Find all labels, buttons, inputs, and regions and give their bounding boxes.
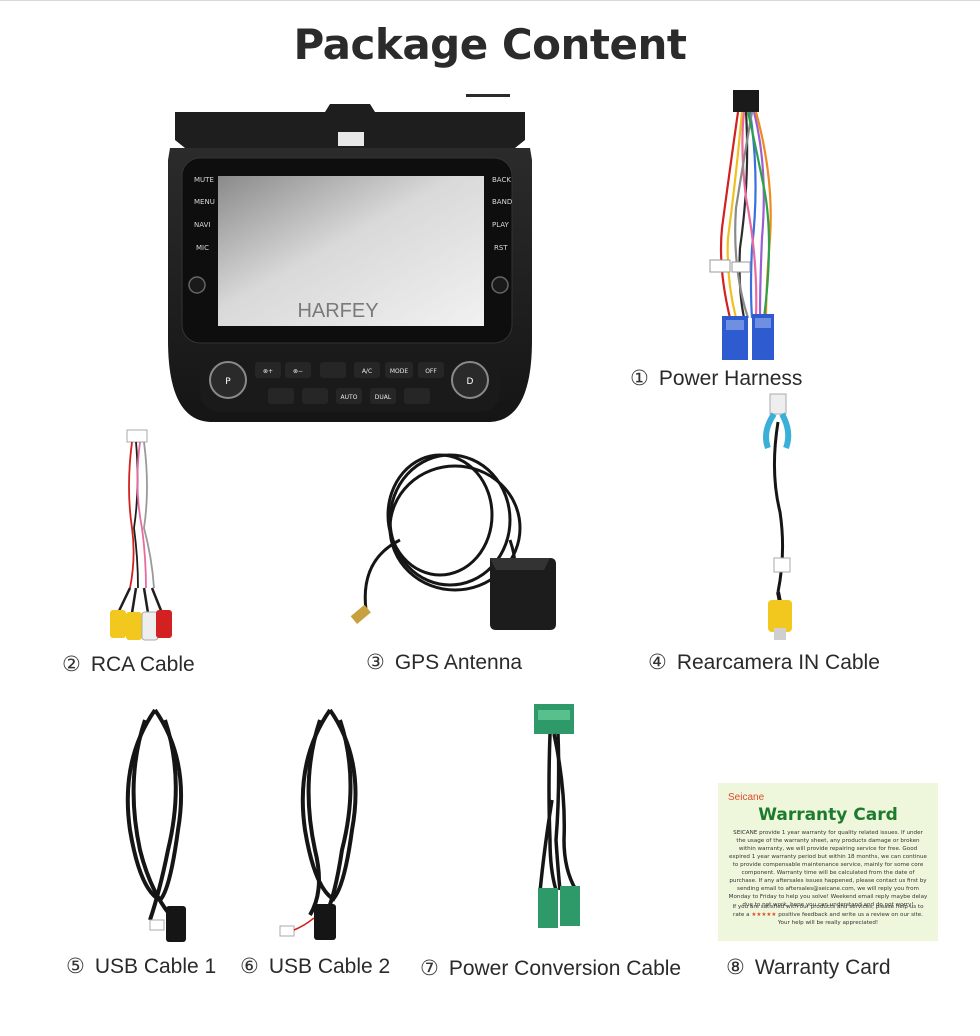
rearcamera-cable-image — [763, 393, 792, 640]
warranty-card-rating-text: If you are satisfied with our products a… — [732, 904, 924, 926]
side-button-label: NAVI — [194, 221, 210, 229]
usb-cable-2-image — [279, 708, 358, 940]
side-button-label: BACK — [492, 176, 511, 184]
svg-text:DUAL: DUAL — [375, 394, 392, 401]
warranty-card: Seicane Warranty Card SEICANE provide 1 … — [718, 783, 938, 941]
side-button-label: MENU — [194, 198, 215, 206]
page-title: Package Content — [293, 20, 687, 69]
side-button-label: MIC — [196, 244, 209, 252]
side-button-label: PLAY — [492, 221, 510, 229]
warranty-card-title: Warranty Card — [758, 805, 898, 825]
svg-text:MODE: MODE — [390, 368, 409, 375]
head-unit-brand: HARFEY — [297, 300, 378, 322]
svg-text:OFF: OFF — [425, 368, 437, 375]
side-button-label: RST — [494, 244, 508, 252]
left-knob — [209, 361, 247, 399]
head-unit-image: HARFEY MUTE MENU NAVI MIC BACK BAND PLAY… — [168, 104, 532, 422]
usb-cable-1-image — [125, 708, 186, 942]
power-harness-image — [709, 90, 774, 360]
side-button-label: BAND — [492, 198, 512, 206]
svg-text:A/C: A/C — [362, 368, 372, 375]
svg-text:AUTO: AUTO — [341, 394, 358, 401]
power-conversion-cable-image — [534, 704, 580, 928]
climate-buttons-row-2: AUTO DUAL — [268, 388, 430, 404]
rca-cable-image — [110, 429, 172, 641]
rating-stars: ★★★★★ — [751, 912, 777, 918]
right-knob-label: D — [467, 377, 474, 387]
left-side-buttons: MUTE MENU NAVI MIC — [194, 176, 215, 252]
svg-text:⊗−: ⊗− — [293, 368, 303, 375]
right-knob — [451, 361, 489, 399]
gps-antenna-image — [350, 453, 556, 630]
right-side-buttons: BACK BAND PLAY RST — [492, 176, 512, 252]
title-underline — [466, 94, 510, 97]
warranty-card-brand: Seicane — [728, 792, 765, 803]
left-knob-label: P — [225, 377, 231, 387]
climate-buttons-row-1: ⊗+ ⊗− A/C MODE OFF — [255, 362, 444, 378]
svg-text:⊗+: ⊗+ — [263, 368, 273, 375]
warranty-card-body: SEICANE provide 1 year warranty for qual… — [728, 830, 928, 908]
top-divider — [0, 0, 980, 1]
side-button-label: MUTE — [194, 176, 214, 184]
